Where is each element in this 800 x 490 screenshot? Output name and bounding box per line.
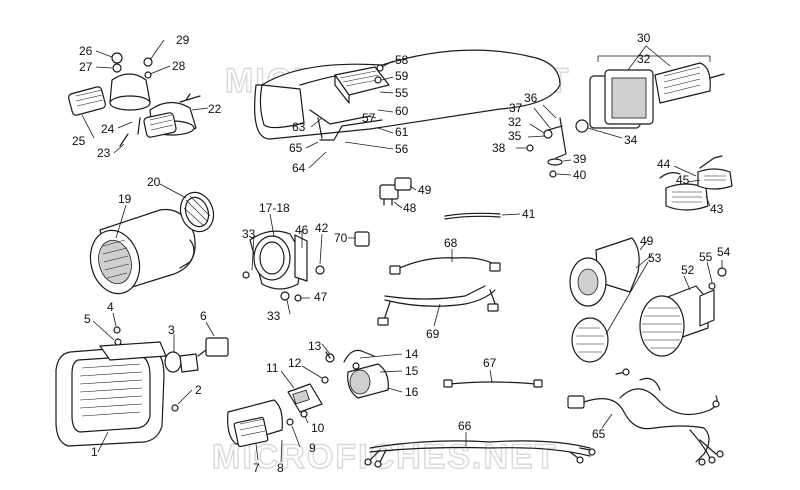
rear-indicator: 44 45 43	[657, 155, 733, 216]
label-49: 48	[403, 201, 417, 215]
cable-68-69: 68 69	[377, 236, 501, 341]
label-45: 45	[676, 173, 690, 187]
label-69: 69	[426, 327, 440, 341]
label-51: 52	[681, 263, 695, 277]
label-68: 68	[444, 236, 458, 250]
label-66: 66	[458, 419, 472, 433]
label-37: 37	[509, 101, 523, 115]
cable-42: 41	[444, 207, 536, 221]
label-36: 36	[524, 91, 538, 105]
label-55: 55	[395, 86, 409, 100]
label-32a: 32	[508, 115, 522, 129]
label-44: 44	[657, 157, 671, 171]
label-32b: 33	[267, 309, 281, 323]
label-52: 53	[648, 251, 662, 265]
label-41: 42	[315, 221, 329, 235]
label-3: 3	[168, 323, 175, 337]
tail-light-assembly: 30 32 36 37 32 35 38 39 40 34	[492, 31, 725, 182]
label-61: 61	[395, 125, 409, 139]
label-20: 20	[147, 175, 161, 189]
label-43: 43	[710, 202, 724, 216]
seat-assembly: 58 59 55 60 57 61 56 63 65 64	[254, 49, 561, 175]
label-63: 64	[292, 161, 306, 175]
label-53: 54	[717, 245, 731, 259]
label-16: 16	[405, 385, 419, 399]
horn-assembly: 26 27 29 28 22 24 23 25	[68, 33, 222, 160]
cable-67: 67	[443, 356, 543, 388]
label-2: 2	[195, 383, 202, 397]
label-11: 11	[266, 361, 279, 375]
label-35: 35	[508, 129, 522, 143]
headlamp-assembly: 1 2 3 4 5 6	[55, 300, 229, 459]
label-22: 23	[97, 146, 111, 160]
label-10: 10	[311, 421, 325, 435]
label-19: 19	[118, 192, 132, 206]
label-50: 49	[418, 183, 432, 197]
label-58: 58	[395, 53, 409, 67]
label-65: 65	[592, 427, 606, 441]
harness-65: 65	[567, 368, 724, 466]
label-60: 60	[395, 104, 409, 118]
label-28: 29	[176, 33, 190, 47]
instrument-19-20: 19 20	[89, 175, 215, 295]
label-24: 25	[72, 134, 86, 148]
label-12: 12	[288, 356, 302, 370]
label-23: 24	[101, 122, 115, 136]
label-5: 5	[84, 312, 91, 326]
label-38: 38	[492, 141, 506, 155]
label-15: 15	[405, 364, 419, 378]
label-48: 49	[640, 234, 654, 248]
label-8: 8	[277, 461, 284, 475]
label-9: 9	[309, 441, 316, 455]
label-47: 47	[314, 290, 328, 304]
label-46: 46	[295, 223, 309, 237]
relay-49-50: 49 48	[379, 177, 432, 215]
label-26: 27	[79, 60, 93, 74]
label-17-18: 17-18	[259, 201, 290, 215]
label-64: 65	[289, 141, 303, 155]
harness-66: 66	[364, 419, 596, 468]
lamp-13-16: 13 14 15 16	[308, 339, 419, 399]
label-6: 6	[200, 309, 207, 323]
label-14: 14	[405, 347, 419, 361]
label-54: 55	[699, 250, 713, 264]
label-56: 56	[395, 142, 409, 156]
label-70: 70	[334, 231, 348, 245]
label-30: 32	[637, 52, 651, 66]
label-29: 30	[637, 31, 651, 45]
label-59: 59	[395, 69, 409, 83]
horn-51-52: 49 53 52 55 54	[569, 234, 731, 363]
label-27: 28	[172, 59, 186, 73]
label-13: 13	[308, 339, 322, 353]
label-40: 40	[573, 168, 587, 182]
label-7: 7	[253, 461, 260, 475]
label-21: 22	[208, 102, 222, 116]
label-42: 41	[522, 207, 536, 221]
label-39: 39	[573, 152, 587, 166]
label-34: 34	[624, 133, 638, 147]
front-indicator: 11 12 10 9 7 8	[227, 356, 329, 475]
label-57: 57	[362, 111, 376, 125]
watermark-bottom: MICROFICHES.NET	[212, 438, 557, 476]
label-62: 63	[292, 120, 306, 134]
headlight-bracket: 17-18 33 46 42 47 33 70	[242, 201, 370, 323]
label-25: 26	[79, 44, 93, 58]
label-4: 4	[107, 300, 114, 314]
label-33: 33	[242, 227, 256, 241]
label-67: 67	[483, 356, 497, 370]
label-1: 1	[91, 445, 98, 459]
